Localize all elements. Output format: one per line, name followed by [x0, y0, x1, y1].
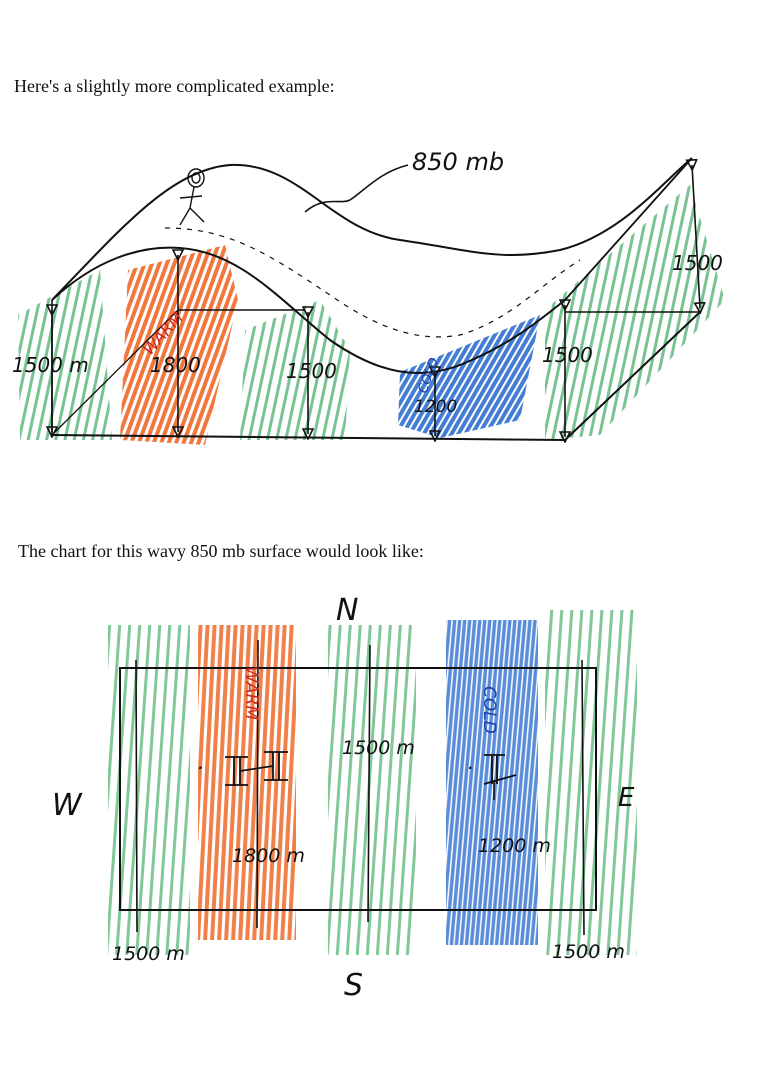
green-shading-left — [18, 270, 112, 440]
green-band-left — [108, 625, 190, 955]
height-arrows — [52, 165, 700, 437]
stick-figure-icon — [179, 168, 205, 226]
height-label-right-back: 1500 — [672, 251, 723, 275]
surface-upper-curve — [51, 157, 693, 301]
contour-label-right: 1500 m — [552, 941, 625, 963]
direction-west: W — [52, 788, 83, 823]
height-label-left: 1500 m — [12, 353, 89, 377]
low-label: L — [470, 767, 471, 769]
height-label-right-front: 1500 — [542, 343, 593, 367]
contour-label-middle: 1500 m — [342, 737, 415, 759]
low-pressure-l: L — [469, 754, 517, 785]
left-diagonal — [51, 309, 179, 436]
surface-lower-curve — [51, 246, 566, 374]
caption-top: Here's a slightly more complicated examp… — [14, 76, 335, 96]
contour-label-left: 1500 m — [112, 943, 185, 965]
surface-label-pointer — [304, 164, 409, 213]
top-diagram: 850 mb 1500 m 1800 1500 1200 1500 1500 W… — [12, 148, 725, 445]
direction-east: E — [618, 783, 635, 813]
bottom-chart: H L N S W E 1500 m 1800 m 1500 m 1200 m … — [52, 593, 637, 1003]
surface-hidden-dashed — [164, 227, 581, 338]
green-band-middle — [328, 625, 416, 955]
orange-band-warm — [198, 625, 296, 940]
direction-north: N — [336, 593, 358, 628]
height-label-warm: 1800 — [150, 353, 201, 377]
surface-right-edge — [564, 157, 693, 301]
contour-lines — [135, 639, 585, 936]
caption-bottom: The chart for this wavy 850 mb surface w… — [18, 541, 424, 561]
high-pressure-h: H — [199, 751, 288, 786]
high-label: H — [200, 767, 201, 769]
direction-south: S — [344, 968, 363, 1003]
warm-label-chart: WARM — [241, 666, 261, 720]
surface-label-850mb: 850 mb — [412, 148, 504, 176]
cold-label-chart: COLD — [479, 686, 499, 734]
contour-label-cold: 1200 m — [478, 835, 551, 857]
height-label-middle: 1500 — [286, 359, 337, 383]
height-label-cold: 1200 — [414, 397, 457, 417]
chart-frame — [119, 667, 597, 911]
contour-label-warm: 1800 m — [232, 845, 305, 867]
orange-shading-warm — [120, 245, 238, 445]
